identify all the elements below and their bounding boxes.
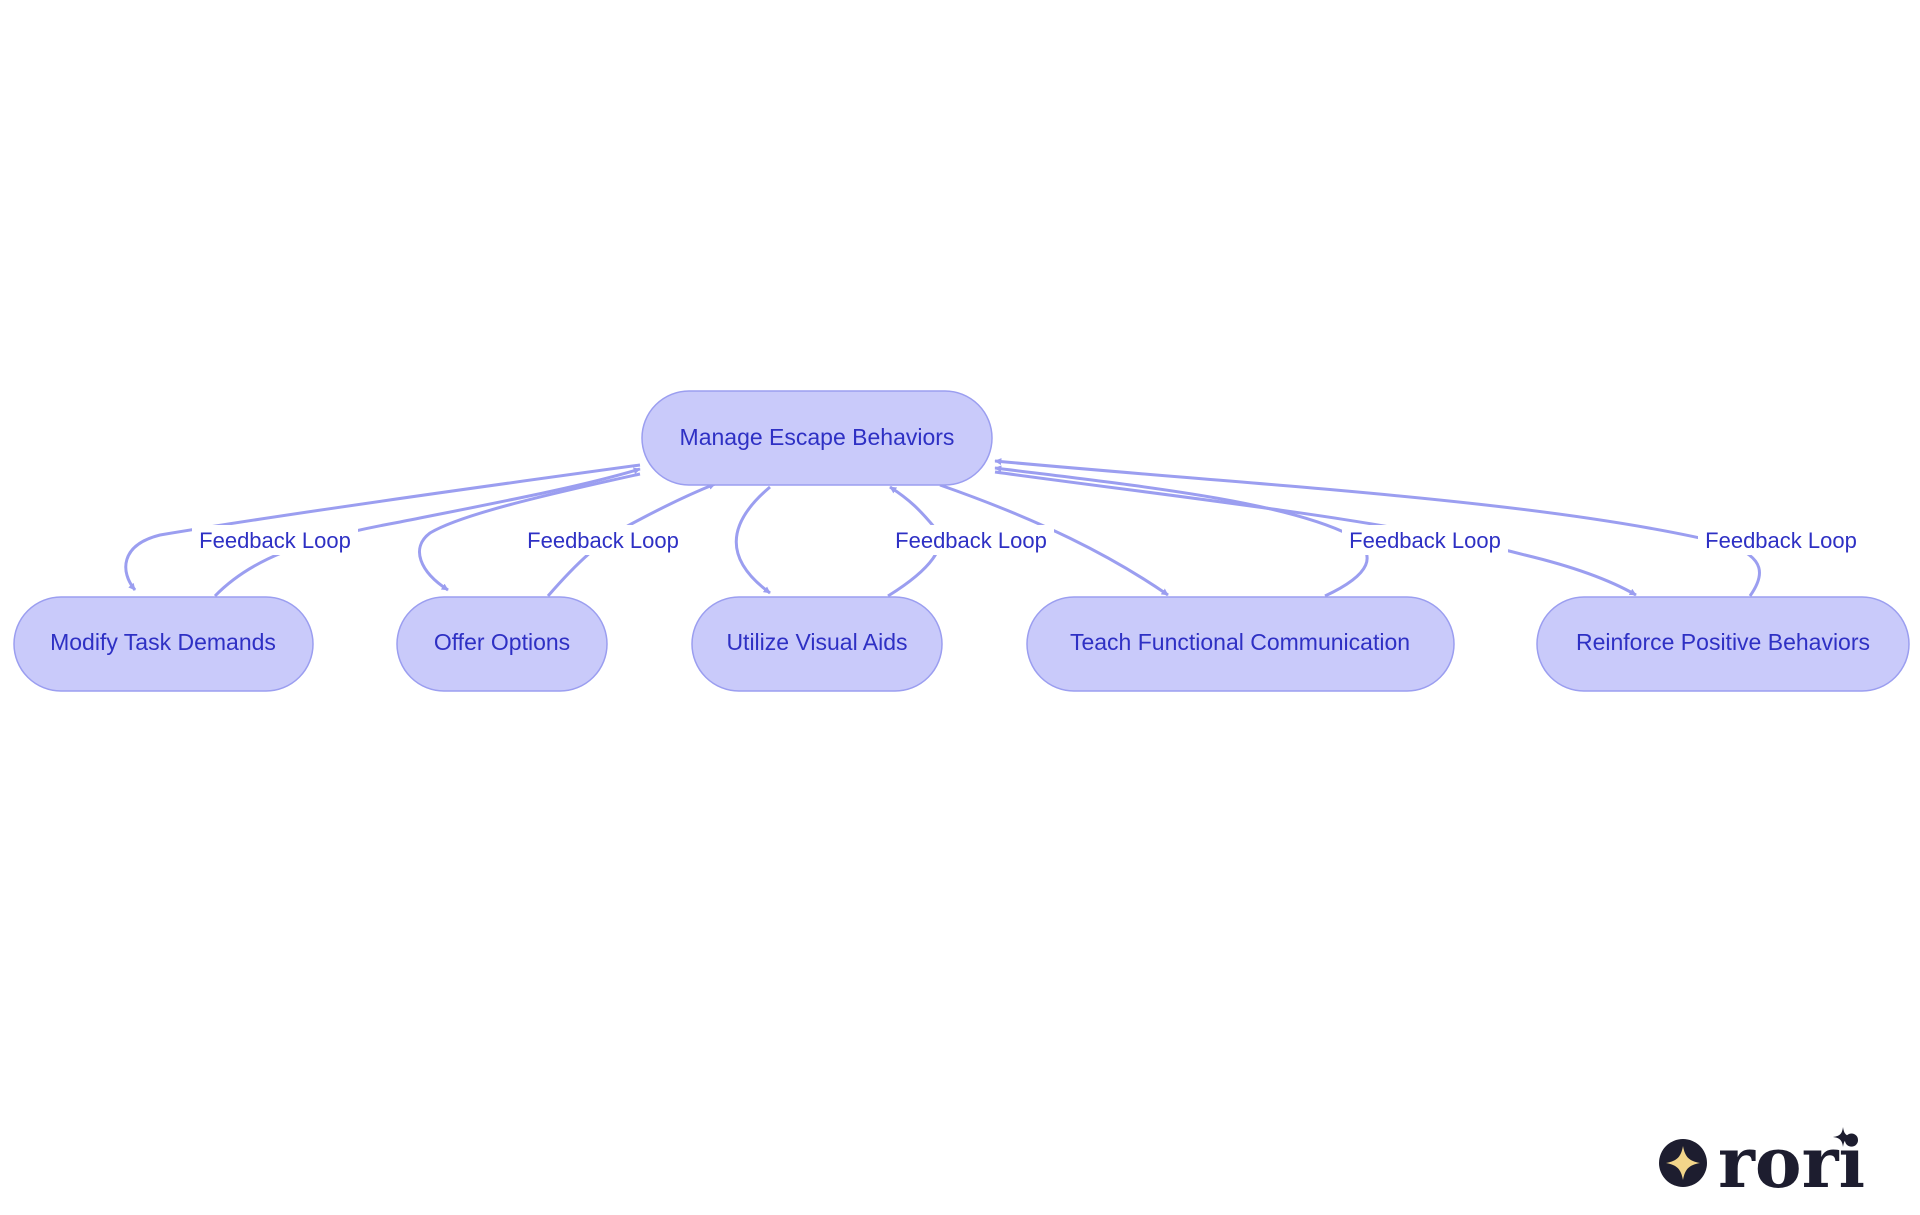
- edge-root-to-modify-task-demands: [124, 463, 641, 591]
- edge-feedback-teach-functional-communication: [994, 465, 1369, 598]
- feedback-label-text: Feedback Loop: [527, 528, 679, 553]
- node-modify-task-demands[interactable]: Modify Task Demands: [13, 596, 314, 692]
- node-label: Manage Escape Behaviors: [680, 424, 955, 450]
- edge-root-to-teach-functional-communication: [939, 483, 1169, 597]
- node-label: Utilize Visual Aids: [726, 629, 907, 655]
- feedback-label-utilize-visual-aids: Feedback Loop: [888, 525, 1054, 555]
- edge-feedback-reinforce-positive-behaviors: [994, 458, 1761, 597]
- node-label: Modify Task Demands: [50, 629, 276, 655]
- node-label: Teach Functional Communication: [1070, 629, 1410, 655]
- node-utilize-visual-aids[interactable]: Utilize Visual Aids: [691, 596, 943, 692]
- sparkle-icon: [1666, 1146, 1700, 1180]
- feedback-label-teach-functional-communication: Feedback Loop: [1342, 525, 1508, 555]
- feedback-label-reinforce-positive-behaviors: Feedback Loop: [1698, 525, 1864, 555]
- feedback-label-text: Feedback Loop: [1705, 528, 1857, 553]
- feedback-label-offer-options: Feedback Loop: [520, 525, 686, 555]
- node-manage-escape-behaviors[interactable]: Manage Escape Behaviors: [641, 390, 993, 486]
- feedback-label-text: Feedback Loop: [1349, 528, 1501, 553]
- feedback-label-text: Feedback Loop: [199, 528, 351, 553]
- node-teach-functional-communication[interactable]: Teach Functional Communication: [1026, 596, 1455, 692]
- node-reinforce-positive-behaviors[interactable]: Reinforce Positive Behaviors: [1536, 596, 1910, 692]
- edge-root-to-reinforce-positive-behaviors: [994, 470, 1637, 597]
- sparkle-small-icon: [1833, 1127, 1853, 1147]
- node-label: Reinforce Positive Behaviors: [1576, 629, 1870, 655]
- edge-root-to-offer-options: [418, 472, 641, 592]
- feedback-label-text: Feedback Loop: [895, 528, 1047, 553]
- edge-feedback-offer-options: [546, 482, 716, 597]
- edge-feedback-modify-task-demands: [213, 467, 641, 598]
- node-label: Offer Options: [434, 629, 570, 655]
- feedback-label-modify-task-demands: Feedback Loop: [192, 525, 358, 555]
- node-offer-options[interactable]: Offer Options: [396, 596, 608, 692]
- edge-root-to-utilize-visual-aids: [734, 485, 771, 595]
- rori-logo: rori: [1659, 1121, 1865, 1204]
